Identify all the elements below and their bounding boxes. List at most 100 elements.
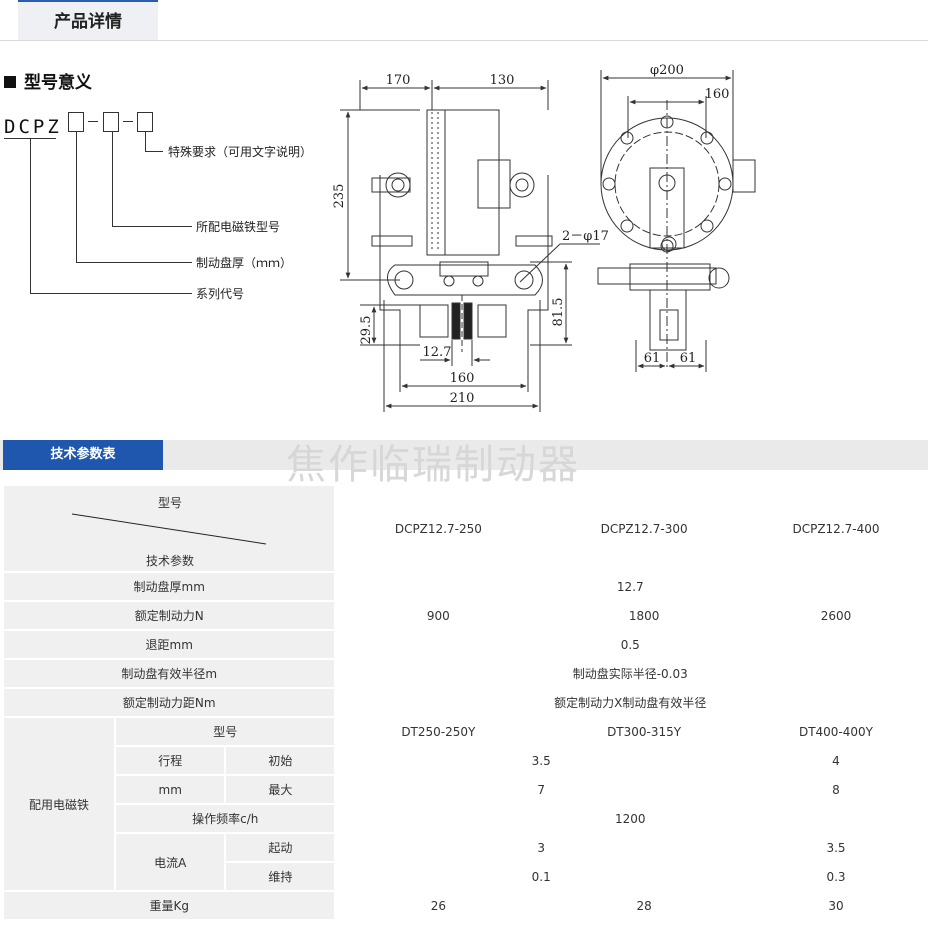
model-header: DCPZ12.7-250	[336, 486, 541, 571]
table-row: 制动盘有效半径m 制动盘实际半径-0.03	[4, 660, 924, 687]
table-row: 退距mm 0.5	[4, 631, 924, 658]
dim-170: 170	[386, 73, 411, 88]
model-header: DCPZ12.7-300	[542, 486, 746, 571]
row-label: 制动盘有效半径m	[4, 660, 335, 687]
row-label: 重量Kg	[4, 892, 335, 919]
tab-bar	[0, 0, 928, 41]
leader-line	[145, 151, 163, 152]
cell-value: 0.1	[336, 863, 746, 890]
table-row: 型号 技术参数 DCPZ12.7-250 DCPZ12.7-300 DCPZ12…	[4, 486, 924, 571]
cell-value: 3.5	[336, 747, 746, 774]
leader-underline	[4, 138, 56, 139]
tab-tech-params[interactable]: 技术参数表	[3, 440, 163, 470]
code-dash	[88, 121, 98, 122]
cell-value: 28	[542, 892, 746, 919]
side-view	[597, 70, 756, 372]
cell-value: 0.3	[747, 863, 924, 890]
diagonal-line	[71, 513, 267, 545]
row-label: 制动盘厚mm	[4, 573, 335, 600]
cell-value: 12.7	[336, 573, 924, 600]
square-bullet-icon	[4, 76, 16, 88]
legend-thickness: 制动盘厚（ｍｍ）	[196, 256, 293, 270]
model-header: DCPZ12.7-400	[747, 486, 924, 571]
cell-value: DT300-315Y	[542, 718, 746, 745]
watermark: 焦作临瑞制动器	[286, 442, 580, 488]
dim-235: 235	[332, 184, 347, 209]
row-sublabel: 维持	[226, 863, 335, 890]
table-row: 制动盘厚mm 12.7	[4, 573, 924, 600]
cell-value: 26	[336, 892, 541, 919]
row-label: 行程	[116, 747, 225, 774]
code-box-magnet	[103, 112, 119, 132]
dim-130: 130	[490, 73, 515, 88]
cell-value: 1800	[542, 602, 746, 629]
dim-29-5: 29.5	[359, 316, 374, 345]
cell-value: 8	[747, 776, 924, 803]
dim-160-front: 160	[450, 371, 475, 386]
cell-value: 7	[336, 776, 746, 803]
row-sublabel: 起动	[226, 834, 335, 861]
leader-line	[112, 132, 113, 226]
leader-line	[30, 293, 192, 294]
row-label: 额定制动力N	[4, 602, 335, 629]
corner-top-label: 型号	[158, 496, 183, 510]
table-row: 维持 0.1 0.3	[4, 863, 924, 890]
code-box-special	[137, 112, 153, 132]
cell-value: 2600	[747, 602, 924, 629]
table-row: 额定制动力距Nm 额定制动力X制动盘有效半径	[4, 689, 924, 716]
row-label: 额定制动力距Nm	[4, 689, 335, 716]
row-sublabel: 初始	[226, 747, 335, 774]
code-dash	[123, 121, 133, 122]
code-box-thickness	[68, 112, 84, 132]
cell-value: 900	[336, 602, 541, 629]
front-view	[340, 80, 600, 412]
row-label: 退距mm	[4, 631, 335, 658]
dim-81-5: 81.5	[551, 298, 566, 327]
spec-table: 型号 技术参数 DCPZ12.7-250 DCPZ12.7-300 DCPZ12…	[2, 484, 926, 921]
dim-12-7: 12.7	[423, 345, 452, 360]
tab-product-details[interactable]: 产品详情	[18, 0, 158, 40]
leader-line	[30, 139, 31, 293]
dim-160-side: 160	[705, 87, 730, 102]
leader-line	[76, 132, 77, 262]
row-label: 操作频率c/h	[116, 805, 335, 832]
cell-value: DT400-400Y	[747, 718, 924, 745]
leader-line	[112, 226, 192, 227]
row-label: 电流A	[116, 834, 225, 890]
cell-value: 3	[336, 834, 746, 861]
model-code-prefix: DCPZ	[4, 116, 62, 138]
cell-value: 制动盘实际半径-0.03	[336, 660, 924, 687]
cell-value: 4	[747, 747, 924, 774]
legend-magnet: 所配电磁铁型号	[196, 220, 281, 234]
table-row: 操作频率c/h 1200	[4, 805, 924, 832]
corner-bottom-label: 技术参数	[146, 554, 195, 568]
cell-value: 0.5	[336, 631, 924, 658]
table-row: 重量Kg 26 28 30	[4, 892, 924, 919]
table-row: 配用电磁铁 型号 DT250-250Y DT300-315Y DT400-400…	[4, 718, 924, 890]
brake-drawing: 170 130 235 29.5 81.5 12.7 160 210 2－φ17…	[332, 63, 756, 412]
dim-holes: 2－φ17	[562, 229, 609, 244]
model-meaning-heading: 型号意义	[4, 68, 92, 93]
row-sublabel: 最大	[226, 776, 335, 803]
leader-line	[145, 132, 146, 151]
cell-value: 3.5	[747, 834, 924, 861]
cell-value: 30	[747, 892, 924, 919]
table-corner: 型号 技术参数	[4, 486, 335, 571]
table-row: 行程 初始 3.5 4	[4, 747, 924, 774]
dim-61-left: 61	[644, 351, 661, 366]
dim-phi200: φ200	[650, 63, 684, 78]
row-label: mm	[116, 776, 225, 803]
dim-61-right: 61	[680, 351, 697, 366]
dim-210: 210	[450, 391, 475, 406]
model-meaning-title: 型号意义	[24, 73, 92, 93]
magnet-group-label: 配用电磁铁	[4, 718, 115, 890]
legend-special: 特殊要求（可用文字说明）	[168, 145, 313, 159]
table-row: mm 最大 7 8	[4, 776, 924, 803]
table-row: 额定制动力N 900 1800 2600	[4, 602, 924, 629]
row-label: 型号	[116, 718, 335, 745]
cell-value: DT250-250Y	[336, 718, 541, 745]
legend-series: 系列代号	[196, 287, 245, 301]
cell-value: 额定制动力X制动盘有效半径	[336, 689, 924, 716]
leader-line	[76, 262, 192, 263]
cell-value: 1200	[336, 805, 924, 832]
